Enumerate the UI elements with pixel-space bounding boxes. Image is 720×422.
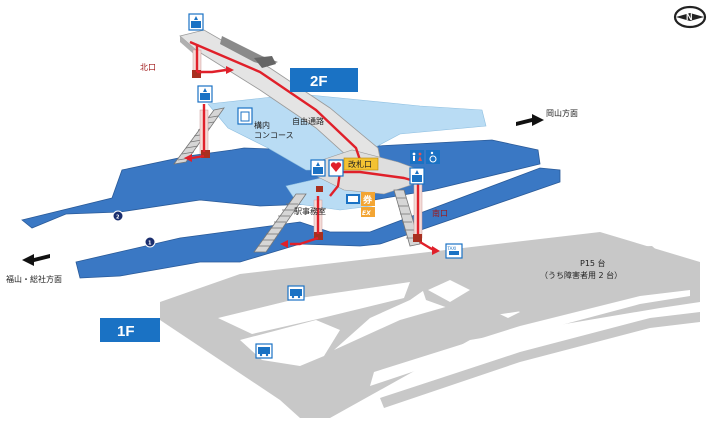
floor-badge-1f: 1F [100, 318, 160, 342]
ex-label: EX [362, 210, 371, 217]
elevator-box-3 [314, 232, 323, 240]
bus-icon [287, 285, 305, 301]
direction-fukuyama: 福山・総社方面 [6, 254, 62, 284]
route-gate-down [329, 171, 342, 197]
free-passage-label: 自由通路 [292, 116, 324, 126]
ticket-label: 券 [362, 194, 373, 206]
stair-station-office [253, 193, 307, 253]
elevator-icon [310, 159, 326, 177]
route-exit-south [419, 240, 435, 252]
parking-label-1: P15 台 [580, 258, 606, 268]
road-lower-strip [380, 312, 700, 408]
platform-2-label: 2 [116, 215, 120, 221]
parking-white-line [428, 280, 470, 302]
direction-okayama: 岡山方面 [516, 108, 578, 126]
south-exit-label: 南口 [432, 208, 448, 218]
okayama-label: 岡山方面 [546, 108, 578, 118]
arrow-fukuyama-icon [22, 254, 50, 266]
platform-1-label: 1 [148, 241, 152, 247]
concourse-label-2: コンコース [254, 131, 294, 140]
elevator-box-4 [413, 234, 422, 242]
road-inner-white-4 [370, 290, 690, 386]
road-inner-white-1 [218, 282, 410, 334]
route-nc-west [191, 154, 205, 160]
route-exit-office [290, 236, 319, 246]
compass-pointer-icon [676, 13, 704, 21]
elevator-box-2 [201, 150, 210, 158]
elevator-box-1 [192, 70, 201, 78]
elevator-icon [188, 13, 204, 31]
aed-icon [328, 159, 344, 177]
elevator-box-5 [316, 186, 323, 192]
platform-1-badge [144, 236, 156, 248]
route-arrows [184, 66, 440, 255]
parking-lot [418, 246, 668, 318]
road-area [160, 232, 700, 418]
elevator-icon [197, 85, 213, 103]
upper-stair-shadow [254, 56, 276, 68]
ticket-vending-sign: 券 EX [346, 192, 375, 217]
fukuyama-label: 福山・総社方面 [6, 274, 62, 284]
bridge-side [180, 36, 196, 56]
floor-badge-2f: 2F [290, 68, 358, 92]
station-office-label: 駅事務室 [294, 206, 326, 216]
route-bridge [189, 40, 364, 167]
ticket-gate-sign: 改札口 [343, 157, 379, 171]
wheelchair-icon [426, 150, 440, 164]
taxi-label: TAXI [447, 246, 457, 251]
arrow-okayama-icon [516, 114, 544, 126]
bus-icon [255, 343, 273, 359]
taxi-icon: TAXI [445, 243, 463, 259]
floor-2f-label: 2F [310, 73, 328, 90]
compass: N [673, 5, 707, 29]
route-exit-north [197, 68, 227, 74]
platform-2-badge [112, 210, 124, 222]
concourse-label-1: 構内 [254, 120, 270, 130]
stair-south [393, 189, 421, 247]
elevator-icon [409, 167, 425, 185]
compass-n-label: N [686, 12, 693, 22]
restroom-icon [410, 150, 424, 164]
icon-set: TAXI [188, 13, 463, 359]
floor-1f-label: 1F [117, 323, 135, 340]
north-exit-label: 北口 [140, 63, 156, 72]
parking-label-2: （うち障害者用 2 台） [540, 270, 622, 280]
ticket-gate-label: 改札口 [348, 159, 372, 169]
coin-locker-icon [237, 107, 253, 125]
